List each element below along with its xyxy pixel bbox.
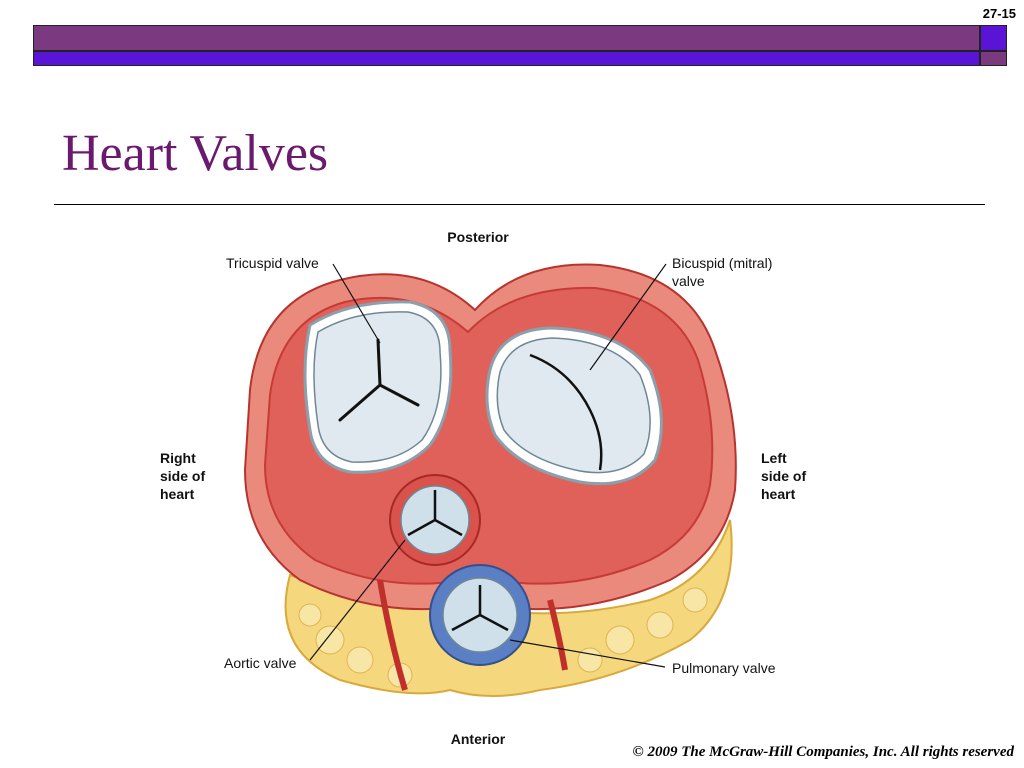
label-aortic-valve: Aortic valve — [224, 655, 297, 671]
slide-title: Heart Valves — [62, 125, 329, 182]
label-left-line1: Left — [761, 450, 787, 466]
header-square-bottom — [980, 51, 1007, 66]
label-right-line3: heart — [160, 486, 195, 502]
title-divider — [54, 204, 985, 205]
label-pulmonary-valve: Pulmonary valve — [672, 660, 776, 676]
label-tricuspid-valve: Tricuspid valve — [226, 255, 319, 271]
header-band-top — [33, 25, 980, 51]
heart-valves-figure: Posterior Anterior Tricuspid valve Bicus… — [150, 220, 840, 760]
header-band-bottom — [33, 51, 980, 66]
label-bicuspid-line1: Bicuspid (mitral) — [672, 255, 772, 271]
label-right-line2: side of — [160, 468, 205, 484]
label-bicuspid-line2: valve — [672, 273, 705, 289]
header-square-top — [980, 25, 1007, 51]
label-posterior: Posterior — [447, 229, 509, 245]
label-anterior: Anterior — [451, 731, 506, 747]
label-right-line1: Right — [160, 450, 196, 466]
heart-valves-illustration: Posterior Anterior Tricuspid valve Bicus… — [160, 229, 806, 747]
label-left-line3: heart — [761, 486, 796, 502]
copyright-notice: © 2009 The McGraw-Hill Companies, Inc. A… — [632, 744, 1015, 760]
slide-number: 27-15 — [982, 6, 1016, 21]
label-left-line2: side of — [761, 468, 806, 484]
bicuspid-valve — [496, 337, 651, 474]
